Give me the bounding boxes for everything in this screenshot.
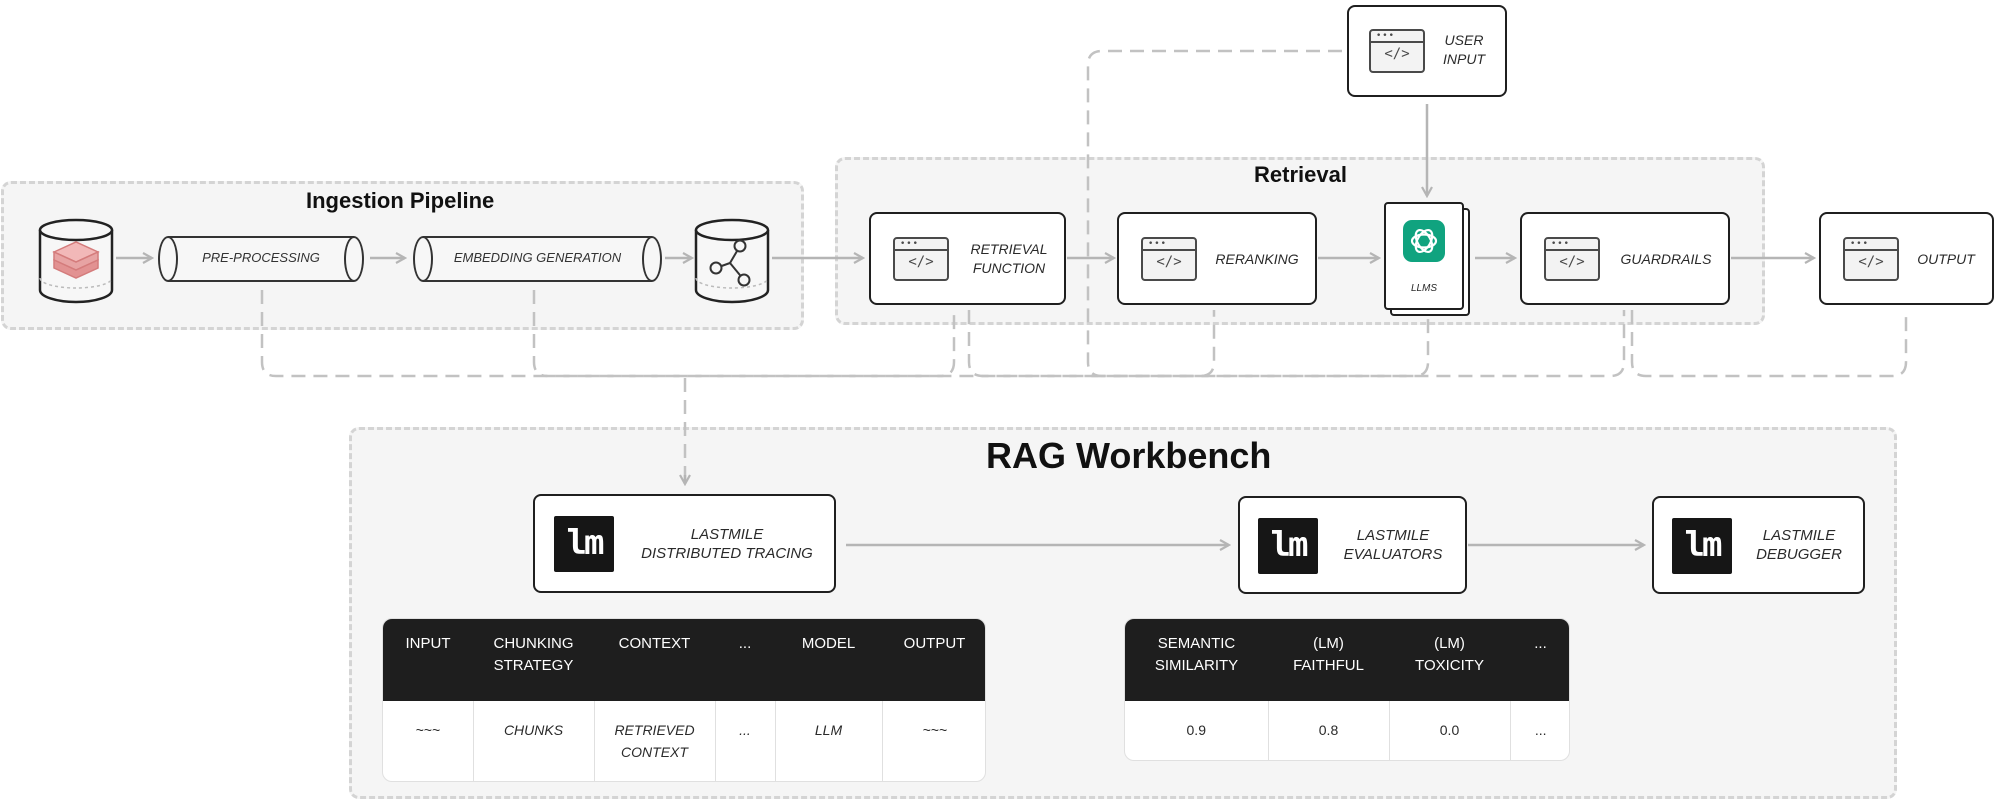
code-window-icon: •••</> <box>893 237 949 281</box>
guardrails-label: GUARDRAILS <box>1620 251 1712 267</box>
user-input-node[interactable]: •••</> USER INPUT <box>1347 5 1507 97</box>
trace-cell-more: ... <box>715 701 776 781</box>
eval-header-toxicity: (LM)TOXICITY <box>1389 619 1510 701</box>
lastmile-tracing-label: LASTMILE DISTRIBUTED TRACING <box>641 526 813 562</box>
table-row: 0.9 0.8 0.0 ... <box>1125 701 1569 760</box>
ingestion-pipeline-title: Ingestion Pipeline <box>306 188 495 213</box>
retrieval-function-node[interactable]: •••</> RETRIEVAL FUNCTION <box>869 212 1066 305</box>
user-input-label: USER INPUT <box>1443 32 1485 67</box>
trace-cell-chunks: CHUNKS <box>473 701 595 781</box>
lastmile-debugger-label: LASTMILE DEBUGGER <box>1756 527 1842 563</box>
eval-header-more: ... <box>1510 619 1569 701</box>
trace-header-more: ... <box>715 619 775 701</box>
llms-label: LLMS <box>1410 283 1438 294</box>
rag-workbench-title: RAG Workbench <box>986 435 1272 476</box>
trace-header-model: MODEL <box>775 619 882 701</box>
eval-cell-more: ... <box>1534 722 1547 738</box>
lastmile-evaluators-node[interactable]: lm LASTMILE EVALUATORS <box>1238 496 1467 594</box>
code-window-icon: •••</> <box>1544 237 1600 281</box>
code-window-icon: •••</> <box>1141 237 1197 281</box>
lastmile-logo-icon: lm <box>1672 518 1732 574</box>
trace-cell-output: ~~~ <box>922 722 948 738</box>
eval-header-faithful: (LM)FAITHFUL <box>1268 619 1389 701</box>
eval-cell-semantic: 0.9 <box>1125 701 1269 760</box>
output-label: OUTPUT <box>1917 251 1975 267</box>
code-window-icon: •••</> <box>1369 29 1425 73</box>
trace-header-context: CONTEXT <box>594 619 715 701</box>
eval-cell-faithful: 0.8 <box>1268 701 1390 760</box>
pre-processing-label: PRE-PROCESSING <box>202 250 320 265</box>
embedding-generation-label: EMBEDDING GENERATION <box>453 250 622 265</box>
lastmile-tracing-node[interactable]: lm LASTMILE DISTRIBUTED TRACING <box>533 494 836 593</box>
pre-processing-cylinder <box>168 236 354 282</box>
reranking-label: RERANKING <box>1215 251 1299 267</box>
embedding-generation-cylinder <box>423 236 652 282</box>
eval-cell-toxicity: 0.0 <box>1389 701 1511 760</box>
llms-node[interactable]: LLMS <box>1384 202 1464 310</box>
openai-icon <box>1403 220 1445 262</box>
retrieval-function-label: RETRIEVAL FUNCTION <box>970 241 1048 276</box>
retrieval-title: Retrieval <box>1254 162 1347 187</box>
code-window-icon: •••</> <box>1843 237 1899 281</box>
trace-header-output: OUTPUT <box>882 619 985 701</box>
vector-database-icon <box>694 218 770 304</box>
lastmile-logo-icon: lm <box>1258 518 1318 574</box>
output-node[interactable]: •••</> OUTPUT <box>1819 212 1994 305</box>
guardrails-node[interactable]: •••</> GUARDRAILS <box>1520 212 1730 305</box>
trace-cell-model: LLM <box>775 701 883 781</box>
database-icon <box>38 218 114 304</box>
lastmile-logo-icon: lm <box>554 516 614 572</box>
lastmile-evaluators-label: LASTMILE EVALUATORS <box>1343 527 1443 563</box>
trace-header-input: INPUT <box>383 619 473 701</box>
trace-cell-input: ~~~ <box>383 701 474 781</box>
reranking-node[interactable]: •••</> RERANKING <box>1117 212 1317 305</box>
lastmile-debugger-node[interactable]: lm LASTMILE DEBUGGER <box>1652 496 1865 594</box>
